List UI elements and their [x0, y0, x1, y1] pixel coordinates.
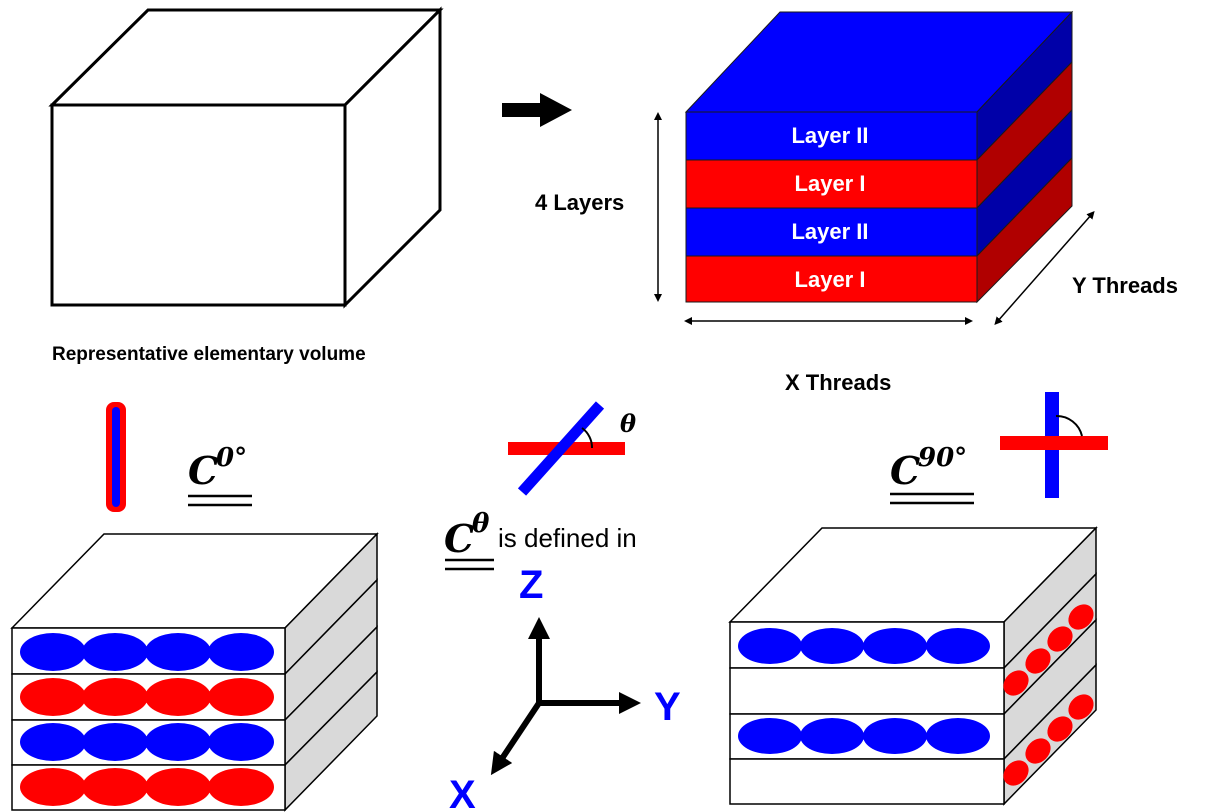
- tensor-ctheta-base: C: [444, 516, 474, 561]
- tensor-c90-sup: 90°: [918, 443, 967, 473]
- layer-front-4: [685, 255, 978, 303]
- rev-cube-front: [50, 103, 347, 307]
- layer-label-1: Layer II: [791, 123, 868, 148]
- y-threads-arrow: [994, 210, 1095, 326]
- y-threads-label: Y Threads: [1072, 273, 1178, 298]
- x-threads-label: X Threads: [785, 370, 891, 395]
- layers-count-label: 4 Layers: [535, 190, 624, 215]
- tensor-c0-sup: 0°: [216, 443, 247, 473]
- tensor-c90-base: C: [890, 448, 920, 493]
- block-0deg: [10, 532, 379, 812]
- theta-label: θ: [620, 409, 636, 438]
- fiber-90-symbol: [1000, 392, 1108, 498]
- tensor-c90: C 90°: [890, 443, 974, 505]
- fiber-0-symbol: [106, 402, 126, 512]
- rev-caption: Representative elementary volume: [52, 344, 366, 365]
- coordinate-axes: [490, 617, 641, 776]
- tensor-ctheta: C θ is defined in: [444, 509, 637, 571]
- layer-label-4: Layer I: [795, 267, 866, 292]
- tensor-ctheta-suffix: is defined in: [498, 523, 637, 553]
- rev-cube: [48, 6, 444, 309]
- tensor-c0-base: C: [188, 448, 218, 493]
- layered-block: Layer II Layer I Layer II Layer I: [684, 10, 1074, 304]
- tensor-ctheta-sup: θ: [472, 509, 490, 539]
- y-axis-label: Y: [654, 685, 681, 729]
- transform-arrow: [502, 93, 572, 127]
- layer-label-3: Layer II: [791, 219, 868, 244]
- z-axis-label: Z: [519, 563, 543, 607]
- fiber-theta-symbol: [508, 401, 625, 496]
- block-90deg: [728, 526, 1098, 806]
- x-axis-label: X: [449, 773, 476, 812]
- layer-label-2: Layer I: [795, 171, 866, 196]
- tensor-c0: C 0°: [188, 443, 252, 507]
- x-axis-arrow: [490, 701, 542, 776]
